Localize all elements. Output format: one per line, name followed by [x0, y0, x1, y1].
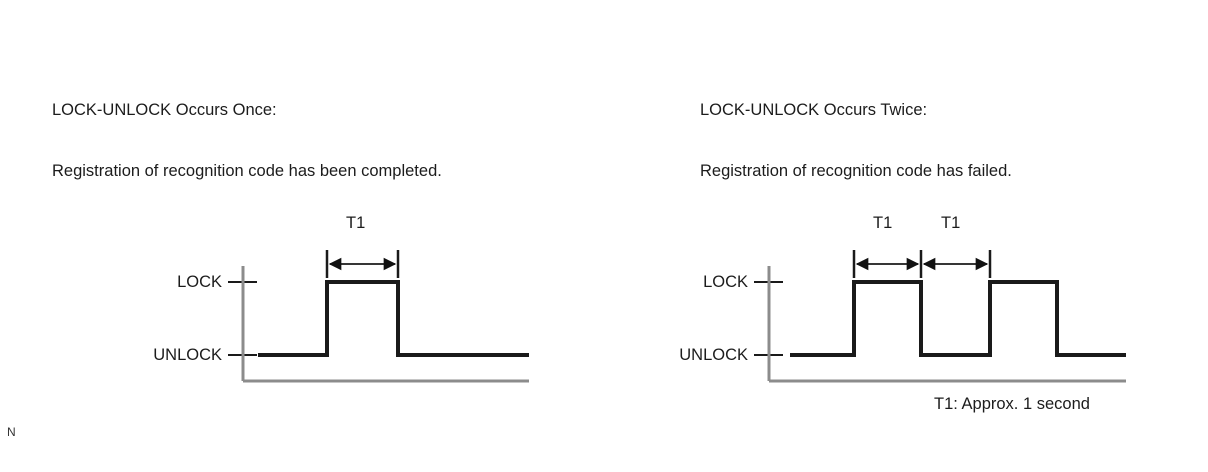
t1-duration-caption: T1: Approx. 1 second [934, 395, 1090, 413]
right-lock-level-label: LOCK [703, 273, 748, 291]
right-unlock-level-label: UNLOCK [679, 346, 748, 364]
left-panel-description: Registration of recognition code has bee… [52, 162, 442, 180]
corner-mark: N [7, 425, 16, 439]
left-unlock-level-label: UNLOCK [153, 346, 222, 364]
left-lock-level-label: LOCK [177, 273, 222, 291]
right-signal-trace [790, 280, 1126, 357]
left-t1-label: T1 [346, 214, 366, 232]
right-t1-label-first: T1 [873, 214, 893, 232]
left-signal-trace [258, 280, 529, 357]
left-waveform-group [228, 250, 529, 383]
left-panel-heading: LOCK-UNLOCK Occurs Once: [52, 101, 277, 119]
right-t1-label-second: T1 [941, 214, 961, 232]
right-panel-description: Registration of recognition code has fai… [700, 162, 1012, 180]
right-panel-heading: LOCK-UNLOCK Occurs Twice: [700, 101, 928, 119]
right-waveform-group [754, 250, 1126, 383]
